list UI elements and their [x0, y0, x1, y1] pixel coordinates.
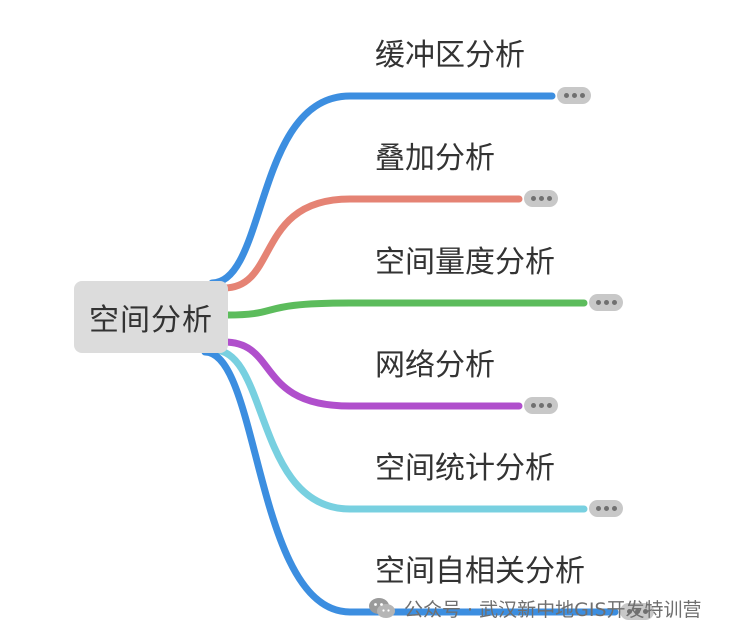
ellipsis-icon [563, 93, 569, 98]
branch-connector-3 [220, 338, 523, 410]
branch-label-3[interactable]: 网络分析 [375, 348, 495, 383]
collapse-toggle-3[interactable] [524, 397, 558, 414]
collapse-toggle-0[interactable] [557, 87, 591, 104]
branch-label-4[interactable]: 空间统计分析 [375, 451, 555, 486]
branch-connector-2 [224, 299, 588, 319]
branch-label-5[interactable]: 空间自相关分析 [375, 554, 585, 589]
wechat-icon [369, 598, 395, 618]
branch-connector-4 [210, 346, 588, 513]
collapse-toggle-5[interactable] [620, 603, 654, 620]
root-topic-label: 空间分析 [89, 303, 213, 338]
ellipsis-icon [595, 506, 601, 511]
branch-label-0[interactable]: 缓冲区分析 [375, 38, 525, 73]
branch-connector-0 [208, 92, 556, 287]
watermark-text: 公众号 · 武汉新中地GIS开发特训营 [404, 598, 702, 621]
branch-connector-1 [220, 195, 523, 292]
branch-label-2[interactable]: 空间量度分析 [375, 245, 555, 280]
ellipsis-icon [595, 300, 601, 305]
branch-connector-5 [201, 348, 619, 616]
branch-label-1[interactable]: 叠加分析 [375, 141, 495, 176]
watermark: 公众号 · 武汉新中地GIS开发特训营 [368, 593, 702, 623]
root-topic[interactable]: 空间分析 [74, 281, 228, 353]
collapse-toggle-2[interactable] [589, 294, 623, 311]
ellipsis-icon [530, 403, 536, 408]
collapse-toggle-1[interactable] [524, 190, 558, 207]
ellipsis-icon [626, 609, 632, 614]
collapse-toggle-4[interactable] [589, 500, 623, 517]
ellipsis-icon [530, 196, 536, 201]
